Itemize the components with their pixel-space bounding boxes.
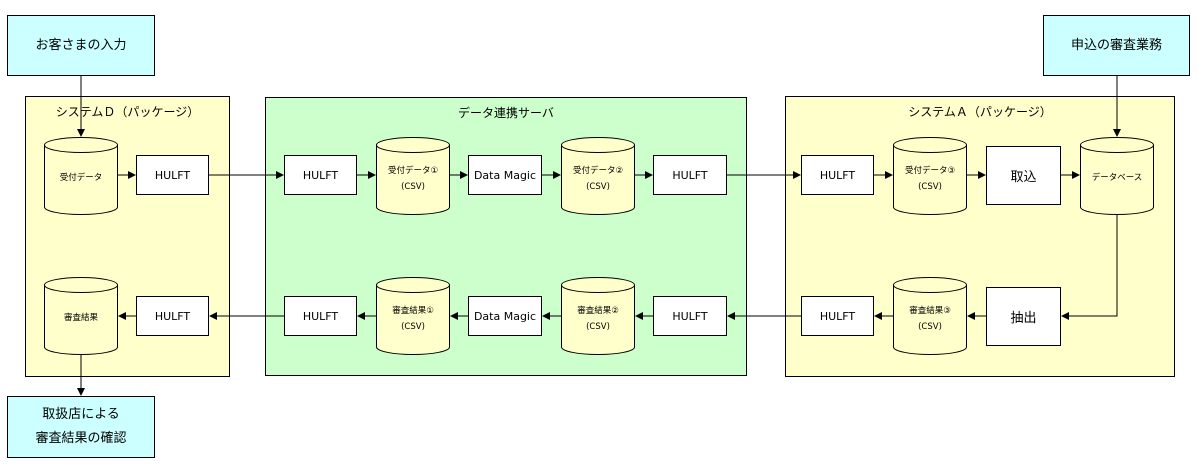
hulft-server-receive-back: HULFT <box>653 296 727 336</box>
hulft-label: HULFT <box>302 309 339 323</box>
hulft-label: HULFT <box>672 168 708 182</box>
review-2-label: 審査結果② <box>577 306 619 316</box>
received-2-store: 受付データ② (CSV) <box>561 137 635 215</box>
cylinder-shape <box>1080 137 1154 215</box>
review-3-label: 審査結果③ <box>909 306 951 316</box>
customer-input-box: お客さまの入力 <box>7 15 155 76</box>
cylinder-shape <box>893 277 967 355</box>
hulft-server-send: HULFT <box>653 155 727 195</box>
review-1-label: 審査結果① <box>392 306 434 316</box>
review-3-store: 審査結果③ (CSV) <box>893 277 967 355</box>
received-2-label: 受付データ② <box>572 166 624 176</box>
import-label: 取込 <box>1010 170 1037 185</box>
import-box: 取込 <box>986 146 1061 205</box>
data-magic-label: Data Magic <box>473 309 537 323</box>
d-review-result-store: 審査結果 <box>44 277 118 355</box>
d-review-result-label: 審査結果 <box>63 313 98 323</box>
cylinder-shape <box>44 277 118 355</box>
received-1-store: 受付データ① (CSV) <box>376 137 450 215</box>
received-3-label: 受付データ③ <box>904 166 956 176</box>
branch-confirm-box: 取扱店による 審査結果の確認 <box>7 396 155 458</box>
csv-label: (CSV) <box>586 322 610 332</box>
database-store: データベース <box>1080 137 1154 215</box>
system-a-title: システムＡ（パッケージ） <box>908 105 1052 119</box>
data-magic-bottom: Data Magic <box>468 296 542 336</box>
extract-box: 抽出 <box>986 287 1061 346</box>
application-review-label: 申込の審査業務 <box>1070 37 1162 53</box>
csv-label: (CSV) <box>918 182 942 192</box>
hulft-label: HULFT <box>819 168 856 182</box>
database-label: データベース <box>1091 173 1143 183</box>
data-magic-top: Data Magic <box>468 155 542 195</box>
d-received-data-store: 受付データ <box>44 137 118 215</box>
system-d-title: システムＤ（パッケージ） <box>55 105 200 119</box>
csv-label: (CSV) <box>586 182 610 192</box>
cylinder-shape <box>376 137 450 215</box>
d-received-label: 受付データ <box>59 173 103 183</box>
cylinder-shape <box>376 277 450 355</box>
data-server-title: データ連携サーバ <box>458 106 554 120</box>
hulft-label: HULFT <box>154 309 191 323</box>
hulft-label: HULFT <box>819 309 856 323</box>
cylinder-shape <box>561 277 635 355</box>
review-2-store: 審査結果② (CSV) <box>561 277 635 355</box>
application-review-box: 申込の審査業務 <box>1043 15 1190 76</box>
cylinder-shape <box>893 137 967 215</box>
branch-confirm-line2: 審査結果の確認 <box>35 431 127 446</box>
hulft-a-receive: HULFT <box>801 155 874 195</box>
customer-input-label: お客さまの入力 <box>35 37 127 53</box>
csv-label: (CSV) <box>401 182 425 192</box>
hulft-label: HULFT <box>154 168 191 182</box>
csv-label: (CSV) <box>401 322 425 332</box>
cylinder-shape <box>561 137 635 215</box>
hulft-a-send: HULFT <box>801 296 874 336</box>
hulft-label: HULFT <box>672 309 708 323</box>
cylinder-shape <box>44 137 118 215</box>
data-magic-label: Data Magic <box>473 168 537 182</box>
csv-label: (CSV) <box>918 322 942 332</box>
extract-label: 抽出 <box>1010 311 1037 326</box>
hulft-server-send-back: HULFT <box>284 296 357 336</box>
hulft-server-receive: HULFT <box>284 155 357 195</box>
received-1-label: 受付データ① <box>387 166 439 176</box>
hulft-d-send: HULFT <box>136 155 209 195</box>
received-3-store: 受付データ③ (CSV) <box>893 137 967 215</box>
hulft-label: HULFT <box>302 168 339 182</box>
hulft-d-receive: HULFT <box>136 296 209 336</box>
branch-confirm-line1: 取扱店による <box>42 407 120 422</box>
review-1-store: 審査結果① (CSV) <box>376 277 450 355</box>
